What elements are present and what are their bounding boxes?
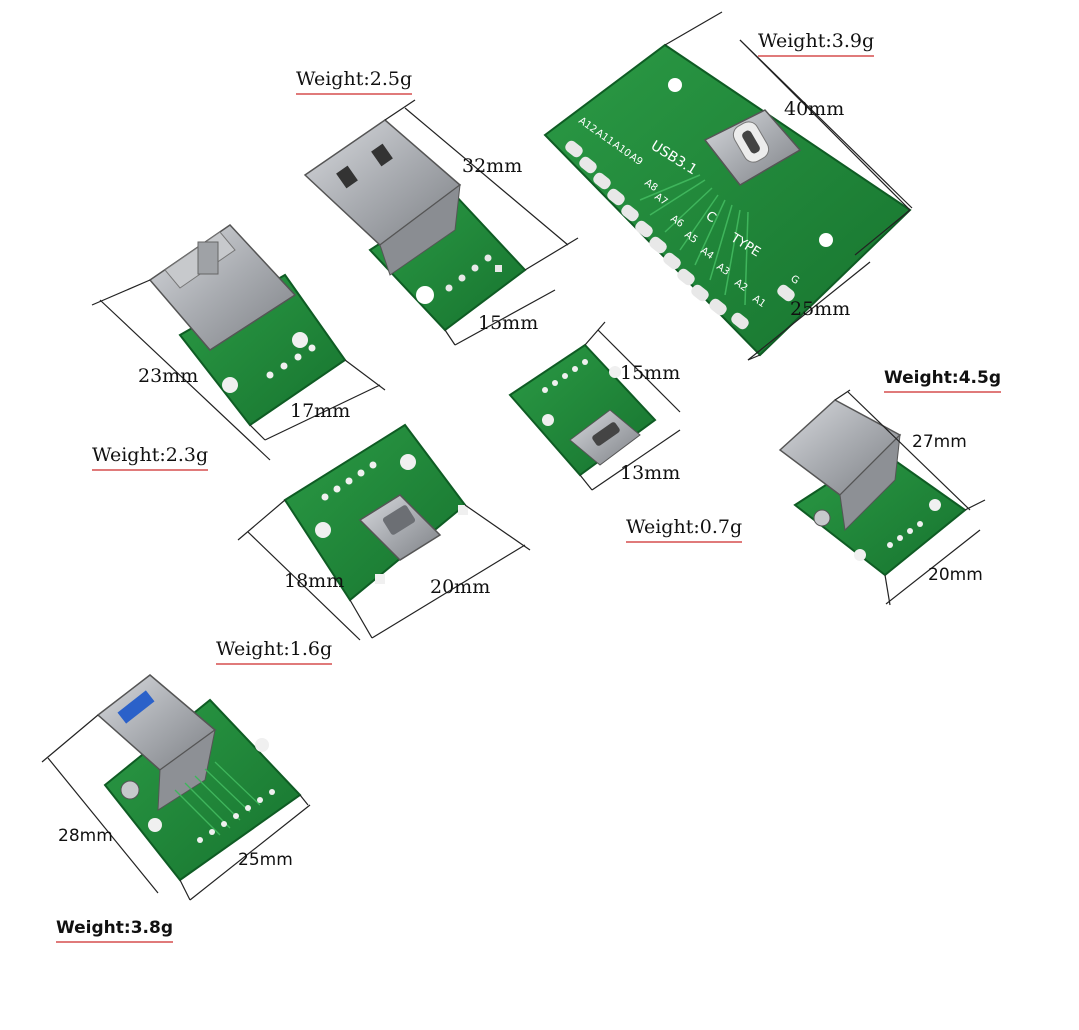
weight-label-usb3: Weight:3.8g — [56, 918, 173, 943]
mini-usb-board — [237, 423, 531, 641]
dim-label-usb3-length: 28mm — [58, 826, 113, 846]
weight-label-usb-a-male: Weight:2.5g — [296, 68, 413, 95]
weight-label-mini: Weight:1.6g — [216, 638, 333, 665]
usb-a-female-board — [91, 224, 386, 461]
dim-label-usb-a-female-length: 23mm — [138, 365, 199, 387]
dim-label-usb-a-male-width: 15mm — [478, 312, 539, 334]
dim-label-usb-a-female-width: 17mm — [290, 400, 351, 422]
dim-label-usb3-width: 25mm — [238, 850, 293, 870]
weight-label-usb-a-female: Weight:2.3g — [92, 444, 209, 471]
dim-label-usb-b-width: 20mm — [928, 565, 983, 585]
dim-label-mini-width: 20mm — [430, 576, 491, 598]
usb-b-board — [778, 389, 986, 606]
usb-c-board: USB3.1 C TYPE A12 A11 A10 A9 A8 A7 A6 A5… — [543, 11, 913, 361]
dim-label-mini-length: 18mm — [284, 570, 345, 592]
usb3-female-board — [41, 674, 311, 901]
dim-label-usb-c-length: 40mm — [784, 98, 845, 120]
dim-label-usb-b-length: 27mm — [912, 432, 967, 452]
dim-label-micro-width: 13mm — [620, 462, 681, 484]
usb-a-male-board — [303, 99, 579, 346]
dim-label-micro-length: 15mm — [620, 362, 681, 384]
weight-label-micro: Weight:0.7g — [626, 516, 743, 543]
dim-label-usb-c-width: 25mm — [790, 298, 851, 320]
weight-label-usb-c: Weight:3.9g — [758, 30, 875, 57]
micro-usb-board — [508, 321, 681, 491]
weight-label-usb-b: Weight:4.5g — [884, 368, 1001, 393]
dim-label-usb-a-male-length: 32mm — [462, 155, 523, 177]
